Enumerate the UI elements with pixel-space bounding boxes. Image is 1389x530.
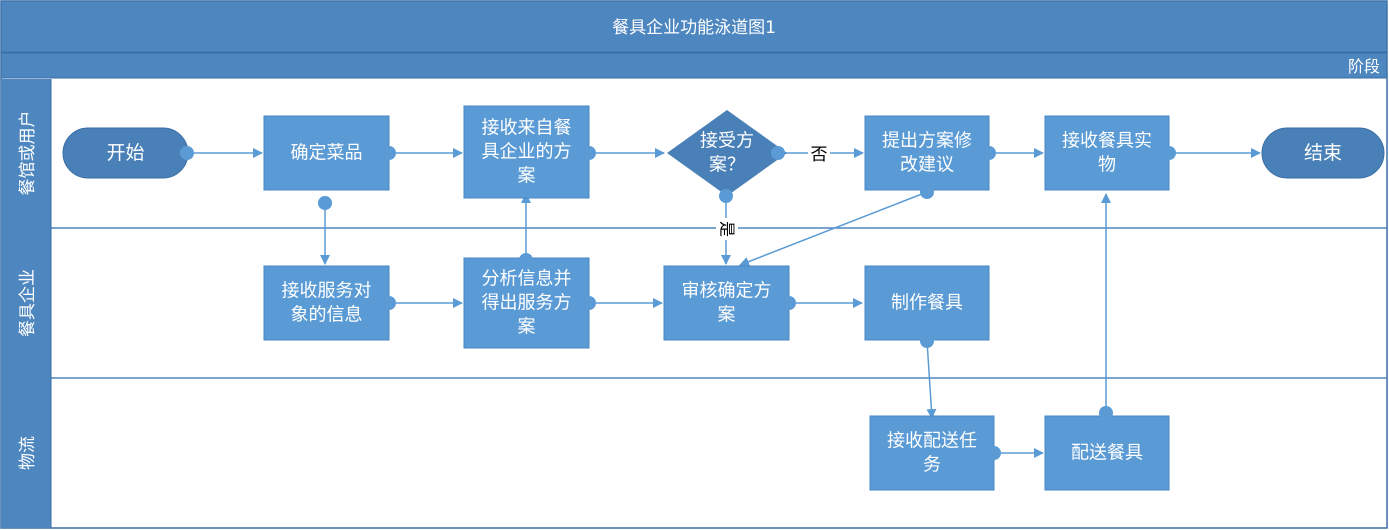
node-analyze-info-shape (463, 257, 590, 349)
connection-dot (1162, 146, 1176, 160)
node-accept-decision-label: 案？ (709, 155, 745, 176)
edge-label-yes: 是 (718, 221, 737, 237)
edge-label-no: 否 (811, 145, 828, 165)
node-confirm-dishes: 确定菜品 (263, 115, 390, 191)
node-receive-plan-label: 接收来自餐 (482, 118, 572, 139)
connection-dot (382, 146, 396, 160)
connection-dot (382, 296, 396, 310)
edge-make-to-delivery-task (926, 340, 937, 419)
node-receive-info-label: 接收服务对 (282, 281, 372, 302)
node-analyze-info-label: 案 (518, 317, 536, 338)
connection-dot (582, 146, 596, 160)
connection-dot (920, 334, 934, 348)
lane-header-column (1, 79, 51, 528)
node-receive-goods-label: 物 (1098, 155, 1116, 176)
node-confirm-dishes-shape (263, 115, 390, 191)
node-start-label: 开始 (106, 142, 144, 164)
node-confirm-dishes-label: 确定菜品 (291, 143, 363, 164)
node-receive-plan-label: 具企业的方 (482, 142, 572, 163)
node-accept-decision-label: 接受方 (700, 131, 754, 152)
edge-propose-to-review (739, 191, 928, 267)
node-receive-info-shape (263, 265, 390, 341)
node-receive-goods-label: 接收餐具实 (1062, 131, 1152, 152)
node-start: 开始 (62, 127, 189, 179)
connection-dot (782, 296, 796, 310)
phase-label: 阶段 (1348, 57, 1380, 76)
node-receive-delivery-task-label: 务 (923, 455, 941, 476)
node-receive-plan-shape (463, 105, 590, 199)
node-analyze-info-label: 分析信息并 (482, 269, 572, 290)
node-end-shape (1261, 127, 1385, 179)
node-deliver-tableware-shape (1044, 415, 1170, 491)
node-deliver-tableware-label: 配送餐具 (1071, 443, 1143, 464)
node-make-tableware-shape (864, 265, 990, 341)
connection-dot (519, 253, 533, 267)
lane-label-logistics: 物流 (18, 436, 38, 470)
phase-bar (0, 52, 1388, 79)
connection-dot (582, 296, 596, 310)
connection-dots (180, 146, 1176, 460)
node-review-plan-shape (663, 265, 790, 341)
shapes: 开始确定菜品接收来自餐具企业的方案接受方案？提出方案修改建议接收餐具实物结束接收… (62, 105, 1385, 491)
node-end: 结束 (1261, 127, 1385, 179)
node-propose-changes-label: 改建议 (900, 155, 954, 176)
connection-dot (987, 446, 1001, 460)
node-receive-delivery-task-shape (869, 415, 995, 491)
node-review-plan-label: 案 (718, 305, 736, 326)
node-propose-changes-shape (864, 115, 990, 191)
node-receive-goods-shape (1044, 115, 1170, 191)
lane-label-restaurant-user: 餐馆或用户 (18, 111, 38, 196)
node-receive-delivery-task-label: 接收配送任 (887, 431, 977, 452)
node-review-plan-label: 审核确定方 (682, 281, 772, 302)
connection-dot (771, 146, 785, 160)
node-receive-info-label: 象的信息 (291, 305, 363, 326)
title-bar (0, 0, 1388, 53)
connection-dot (982, 146, 996, 160)
connection-dot (719, 189, 733, 203)
node-accept-decision-shape (667, 110, 787, 196)
connection-dot (920, 185, 934, 199)
diagram-title: 餐具企业功能泳道图1 (612, 18, 776, 38)
edge-label-no-group: 否 (808, 142, 830, 165)
lane-label-tableware-company: 餐具企业 (18, 269, 38, 337)
connection-dot (180, 146, 194, 160)
connection-dot (1099, 406, 1113, 420)
node-make-tableware: 制作餐具 (864, 265, 990, 341)
node-deliver-tableware: 配送餐具 (1044, 415, 1170, 491)
node-receive-plan-label: 案 (518, 166, 536, 187)
edge-label-yes-group: 是 (716, 218, 738, 240)
node-end-label: 结束 (1304, 142, 1342, 164)
connection-dot (318, 196, 332, 210)
node-propose-changes-label: 提出方案修 (882, 131, 972, 152)
node-analyze-info-label: 得出服务方 (482, 293, 572, 314)
node-make-tableware-label: 制作餐具 (891, 293, 963, 314)
